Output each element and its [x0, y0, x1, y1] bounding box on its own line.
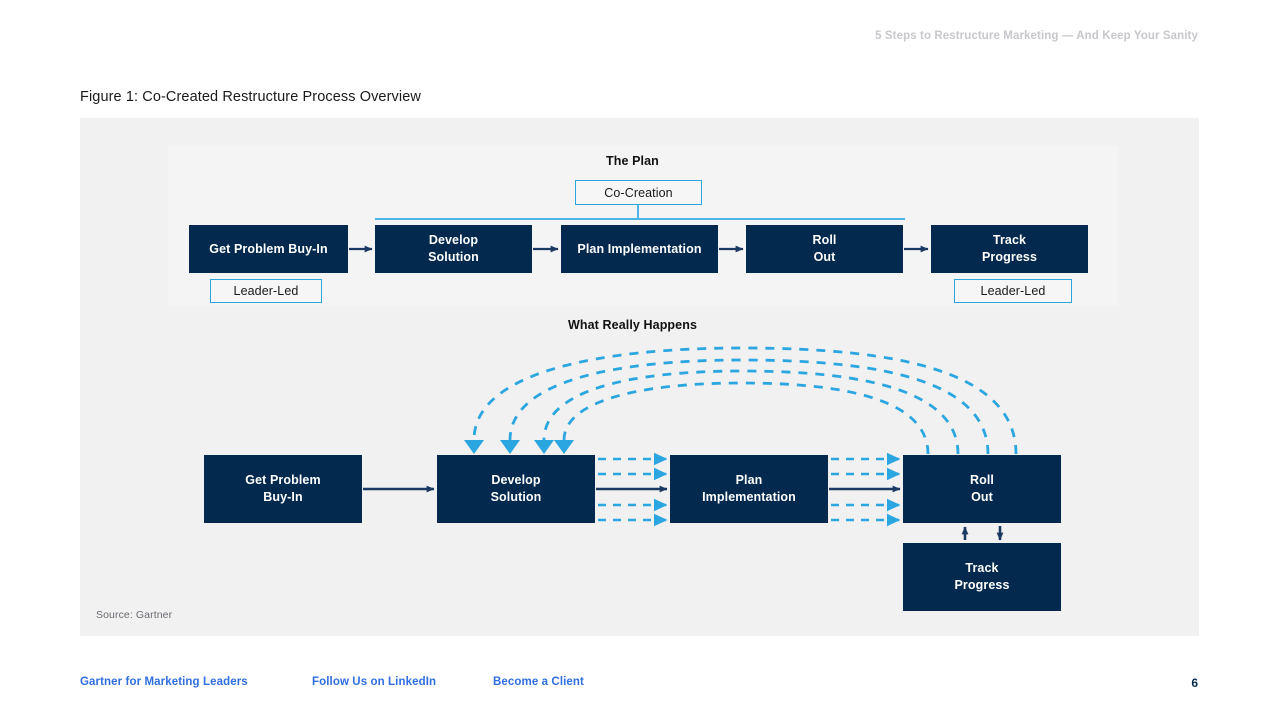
label-line-2: Solution [490, 490, 542, 504]
plan-step-develop-solution-label: Develop Solution [428, 232, 479, 266]
tag-co-creation[interactable]: Co-Creation [575, 180, 702, 205]
reality-step-track-progress[interactable]: Track Progress [903, 543, 1061, 611]
tag-leader-led-left[interactable]: Leader-Led [210, 279, 322, 303]
plan-step-roll-out[interactable]: Roll Out [746, 225, 903, 273]
label-line-2: Progress [954, 578, 1010, 592]
plan-step-plan-implementation[interactable]: Plan Implementation [561, 225, 718, 273]
running-header-title: 5 Steps to Restructure Marketing — And K… [875, 30, 1198, 42]
footer-link-gartner-for-marketing-leaders[interactable]: Gartner for Marketing Leaders [80, 676, 248, 688]
label-line-1: Get Problem [245, 473, 321, 487]
co-creation-connector-line [637, 205, 639, 219]
co-creation-span-line [375, 218, 905, 220]
label-line-1: Develop [428, 233, 479, 247]
label-line-2: Solution [428, 250, 479, 264]
reality-step-roll-out-label: Roll Out [970, 472, 994, 506]
label-line-1: Roll [969, 473, 994, 487]
label-line-1: Develop [491, 473, 541, 487]
the-plan-heading: The Plan [606, 154, 659, 168]
label-line-1: Track [992, 233, 1027, 247]
plan-step-get-problem-buy-in[interactable]: Get Problem Buy-In [189, 225, 348, 273]
label-line-1: Plan [735, 473, 763, 487]
what-really-happens-heading: What Really Happens [568, 318, 698, 332]
figure-title: Figure 1: Co-Created Restructure Process… [80, 89, 421, 105]
label-line-2: Out [971, 490, 993, 504]
label-line-2: Progress [982, 250, 1037, 264]
reality-step-plan-implementation-label: Plan Implementation [702, 472, 796, 506]
footer-link-become-a-client[interactable]: Become a Client [493, 676, 584, 688]
footer-link-follow-us-on-linkedin[interactable]: Follow Us on LinkedIn [312, 676, 437, 688]
label-line-2: Out [813, 250, 836, 264]
reality-step-get-problem-buy-in[interactable]: Get Problem Buy-In [204, 455, 362, 523]
page-number: 6 [1191, 676, 1198, 690]
plan-step-develop-solution[interactable]: Develop Solution [375, 225, 532, 273]
plan-step-roll-out-label: Roll Out [812, 232, 836, 266]
label-line-1: Roll [812, 233, 837, 247]
reality-step-roll-out[interactable]: Roll Out [903, 455, 1061, 523]
label-line-2: Implementation [702, 490, 796, 504]
reality-step-develop-solution[interactable]: Develop Solution [437, 455, 595, 523]
reality-step-plan-implementation[interactable]: Plan Implementation [670, 455, 828, 523]
label-line-1: Track [965, 561, 999, 575]
plan-step-track-progress[interactable]: Track Progress [931, 225, 1088, 273]
plan-step-track-progress-label: Track Progress [982, 232, 1037, 266]
reality-step-get-problem-buy-in-label: Get Problem Buy-In [245, 472, 320, 506]
reality-step-track-progress-label: Track Progress [955, 560, 1010, 594]
reality-step-develop-solution-label: Develop Solution [491, 472, 542, 506]
source-note: Source: Gartner [96, 609, 173, 621]
tag-leader-led-right[interactable]: Leader-Led [954, 279, 1072, 303]
label-line-2: Buy-In [263, 490, 303, 504]
